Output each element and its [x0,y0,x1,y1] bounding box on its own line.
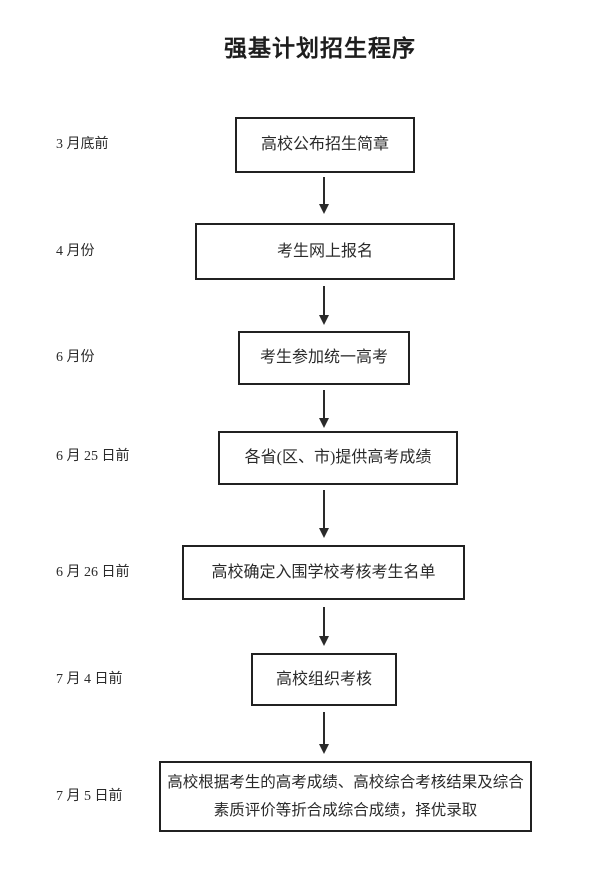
arrow-shaft [323,490,325,529]
page-title: 强基计划招生程序 [224,35,416,61]
step-6-box: 高校组织考核 [251,653,397,706]
flow-arrow-2 [319,286,329,325]
step-4-time: 6 月 25 日前 [56,449,130,464]
step-7-time: 7 月 5 日前 [56,789,123,804]
step-7-label-line-2: 素质评价等折合成综合成绩，择优录取 [213,801,478,819]
arrow-down-icon [319,418,329,428]
flow-arrow-4 [319,490,329,538]
flow-arrow-6 [319,712,329,754]
step-6-label: 高校组织考核 [275,670,372,688]
arrow-shaft [323,177,325,205]
flow-arrow-3 [319,390,329,428]
step-1-box: 高校公布招生简章 [235,117,415,173]
step-2-time: 4 月份 [56,244,95,259]
step-2-label: 考生网上报名 [276,242,373,260]
flow-arrow-1 [319,177,329,214]
step-7-box: 高校根据考生的高考成绩、高校综合考核结果及综合 素质评价等折合成综合成绩，择优录… [159,761,532,832]
arrow-shaft [323,712,325,745]
step-3-box: 考生参加统一高考 [238,331,410,385]
step-2-box: 考生网上报名 [195,223,455,280]
step-5-box: 高校确定入围学校考核考生名单 [182,545,465,600]
step-3-time: 6 月份 [56,350,95,365]
step-5-time: 6 月 26 日前 [56,565,130,580]
step-3-label: 考生参加统一高考 [259,349,388,366]
arrow-down-icon [319,204,329,214]
step-1-time: 3 月底前 [56,137,109,152]
step-1-label: 高校公布招生简章 [260,136,389,153]
step-7-label-line-1: 高校根据考生的高考成绩、高校综合考核结果及综合 [167,773,524,791]
flow-arrow-5 [319,607,329,646]
step-4-box: 各省(区、市)提供高考成绩 [218,431,458,485]
arrow-down-icon [319,744,329,754]
arrow-down-icon [319,528,329,538]
arrow-down-icon [319,636,329,646]
step-6-time: 7 月 4 日前 [56,672,123,687]
arrow-shaft [323,390,325,419]
step-5-label: 高校确定入围学校考核考生名单 [211,563,436,581]
arrow-shaft [323,286,325,316]
arrow-shaft [323,607,325,637]
step-4-label: 各省(区、市)提供高考成绩 [244,449,432,466]
arrow-down-icon [319,315,329,325]
